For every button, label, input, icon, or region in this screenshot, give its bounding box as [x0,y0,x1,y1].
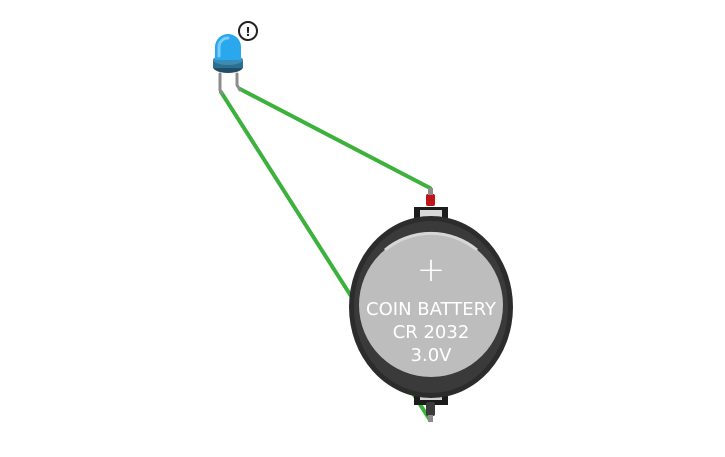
exclamation-circle-icon[interactable]: ! [238,21,258,41]
battery-label-line3: 3.0V [411,345,453,366]
battery-positive-terminal[interactable] [426,188,435,206]
led-icon[interactable] [213,34,243,95]
battery-label-line2: CR 2032 [393,322,470,343]
battery-label-line1: COIN BATTERY [366,299,497,320]
coin-battery-icon[interactable]: + COIN BATTERY CR 2032 3.0V [349,207,513,405]
battery-polarity-symbol: + [417,250,446,290]
warning-symbol: ! [245,25,250,39]
wire-led-anode-to-battery-positive[interactable] [238,87,432,190]
battery-negative-terminal[interactable] [426,402,435,422]
